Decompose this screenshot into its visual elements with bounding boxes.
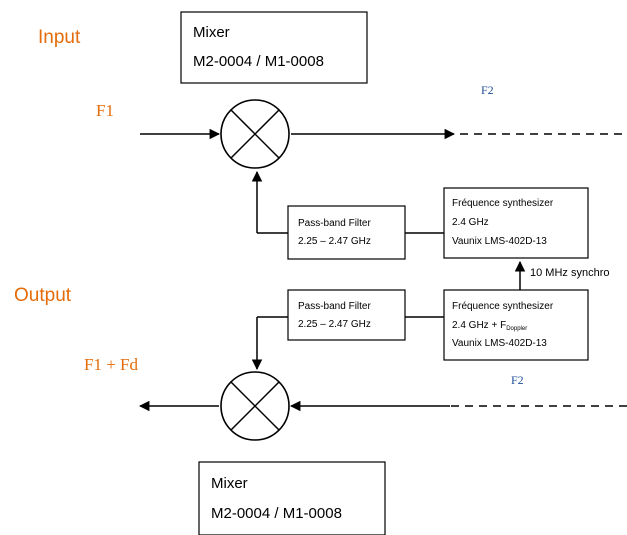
output-synth-frequency-main: 2.4 GHz + F	[452, 320, 506, 331]
output-synth-title: Fréquence synthesizer	[452, 301, 554, 312]
input-mixer-label-box: Mixer M2-0004 / M1-0008	[180, 11, 368, 84]
output-signal-label: F1 + Fd	[84, 355, 138, 374]
output-filter-box: Pass-band Filter 2.25 – 2.47 GHz	[287, 289, 406, 341]
output-f2-label: F2	[511, 373, 524, 387]
input-filter-band: 2.25 – 2.47 GHz	[298, 236, 371, 247]
output-synth-box: Fréquence synthesizer 2.4 GHz + FDoppler…	[443, 289, 589, 361]
input-signal-label: F1	[96, 101, 114, 120]
input-filter-title: Pass-band Filter	[298, 218, 371, 229]
input-synth-title: Fréquence synthesizer	[452, 198, 554, 209]
output-title: Output	[14, 285, 72, 306]
output-mixer-label-box: Mixer M2-0004 / M1-0008	[198, 461, 386, 535]
input-synth-frequency: 2.4 GHz	[452, 217, 489, 228]
input-synth-model: Vaunix LMS-402D-13	[452, 236, 547, 247]
output-synth-frequency-sub: Doppler	[506, 326, 527, 332]
output-synth-model: Vaunix LMS-402D-13	[452, 338, 547, 349]
output-mixer-model: M2-0004 / M1-0008	[211, 505, 342, 522]
input-title: Input	[38, 27, 81, 48]
input-filter-box: Pass-band Filter 2.25 – 2.47 GHz	[287, 205, 406, 260]
input-mixer-title: Mixer	[193, 24, 230, 41]
output-filter-title: Pass-band Filter	[298, 301, 371, 312]
sync-label: 10 MHz synchro	[530, 267, 609, 279]
output-filter-band: 2.25 – 2.47 GHz	[298, 319, 371, 330]
output-mixer-icon	[220, 371, 290, 441]
output-synth-frequency: 2.4 GHz + FDoppler	[452, 320, 527, 332]
input-mixer-model: M2-0004 / M1-0008	[193, 53, 324, 70]
input-mixer-icon	[220, 99, 290, 169]
output-mixer-title: Mixer	[211, 475, 248, 492]
input-synth-box: Fréquence synthesizer 2.4 GHz Vaunix LMS…	[443, 187, 589, 259]
input-f2-label: F2	[481, 83, 494, 97]
